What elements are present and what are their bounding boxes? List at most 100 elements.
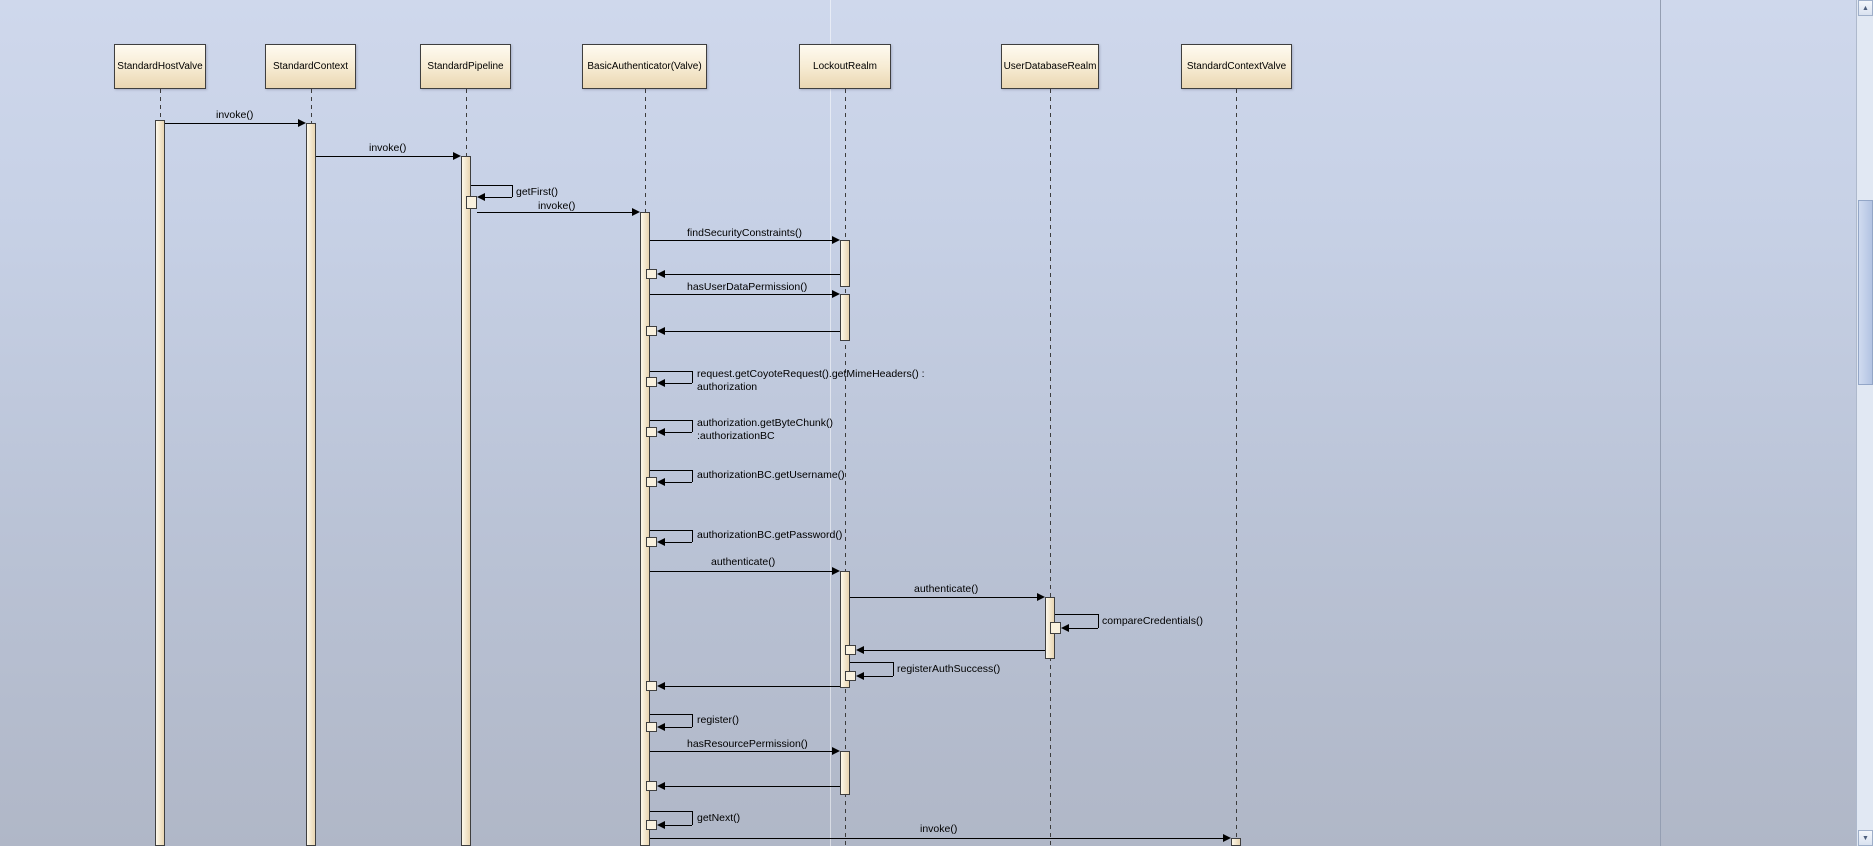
- actor-basicauthenticator[interactable]: BasicAuthenticator(Valve): [582, 44, 707, 89]
- scrollbar-thumb[interactable]: [1858, 200, 1873, 385]
- msg-14-line[interactable]: [1098, 614, 1099, 628]
- msg-10-line[interactable]: [692, 470, 693, 482]
- msg-6-line[interactable]: [650, 294, 832, 295]
- lifeline-userdatabaserealm[interactable]: [1050, 89, 1051, 846]
- msg-7-line[interactable]: [665, 331, 840, 332]
- msg-6-label[interactable]: hasUserDataPermission(): [687, 281, 808, 293]
- msg-16-line[interactable]: [893, 662, 894, 676]
- page-boundary-line: [1660, 0, 1661, 846]
- msg-11-line[interactable]: [665, 542, 692, 543]
- msg-2-line[interactable]: [471, 185, 512, 186]
- return-box[interactable]: [845, 645, 856, 655]
- msg-16-line[interactable]: [864, 676, 893, 677]
- actor-standardhostvalve[interactable]: StandardHostValve: [114, 44, 206, 89]
- msg-4-label[interactable]: findSecurityConstraints(): [687, 227, 802, 239]
- activation-standardhostvalve[interactable]: [155, 120, 165, 846]
- msg-8-label[interactable]: request.getCoyoteRequest().getMimeHeader…: [697, 368, 925, 394]
- lifeline-standardcontextvalve[interactable]: [1236, 89, 1237, 846]
- return-box[interactable]: [646, 537, 657, 547]
- msg-22-line[interactable]: [650, 838, 1223, 839]
- actor-standardcontextvalve[interactable]: StandardContextValve: [1181, 44, 1292, 89]
- msg-19-line[interactable]: [650, 751, 832, 752]
- return-box[interactable]: [646, 722, 657, 732]
- msg-0-label[interactable]: invoke(): [216, 109, 254, 121]
- scroll-up-arrow-icon: ▲: [1862, 4, 1869, 12]
- actor-standardpipeline[interactable]: StandardPipeline: [420, 44, 511, 89]
- msg-16-line[interactable]: [850, 662, 893, 663]
- activation-lockoutrealm-1[interactable]: [840, 240, 850, 287]
- scroll-up-button[interactable]: ▲: [1858, 0, 1873, 16]
- msg-14-label[interactable]: compareCredentials(): [1102, 615, 1203, 627]
- msg-11-label[interactable]: authorizationBC.getPassword(): [697, 529, 843, 541]
- msg-13-label[interactable]: authenticate(): [914, 583, 979, 595]
- msg-4-line[interactable]: [650, 240, 832, 241]
- activation-standardcontext[interactable]: [306, 123, 316, 846]
- activation-lockoutrealm-3[interactable]: [840, 571, 850, 688]
- return-box[interactable]: [646, 427, 657, 437]
- return-box[interactable]: [646, 377, 657, 387]
- msg-9-label[interactable]: authorization.getByteChunk() :authorizat…: [697, 417, 833, 443]
- msg-12-label[interactable]: authenticate(): [711, 556, 776, 568]
- nested-activation-getfirst[interactable]: [466, 196, 477, 209]
- msg-2-line[interactable]: [512, 185, 513, 197]
- msg-9-line[interactable]: [665, 432, 692, 433]
- msg-21-label[interactable]: getNext(): [697, 812, 741, 824]
- msg-10-label[interactable]: authorizationBC.getUsername(): [697, 469, 845, 481]
- msg-11-line[interactable]: [692, 530, 693, 542]
- activation-lockoutrealm-2[interactable]: [840, 294, 850, 341]
- msg-5-line[interactable]: [665, 274, 840, 275]
- activation-standardcontextvalve[interactable]: [1231, 838, 1241, 846]
- return-box[interactable]: [646, 820, 657, 830]
- actor-lockoutrealm[interactable]: LockoutRealm: [799, 44, 891, 89]
- msg-19-label[interactable]: hasResourcePermission(): [687, 738, 808, 750]
- vertical-scrollbar[interactable]: ▲ ▼: [1856, 0, 1873, 846]
- msg-13-line[interactable]: [850, 597, 1037, 598]
- msg-2-line[interactable]: [485, 197, 512, 198]
- msg-9-line[interactable]: [650, 420, 692, 421]
- msg-12-line[interactable]: [650, 571, 832, 572]
- msg-3-line[interactable]: [477, 212, 632, 213]
- msg-10-line[interactable]: [665, 482, 692, 483]
- return-box[interactable]: [646, 326, 657, 336]
- activation-standardpipeline[interactable]: [461, 156, 471, 846]
- msg-21-line[interactable]: [650, 811, 692, 812]
- scroll-down-button[interactable]: ▼: [1858, 830, 1873, 846]
- msg-14-line[interactable]: [1069, 628, 1098, 629]
- msg-18-line[interactable]: [650, 714, 692, 715]
- activation-basicauthenticator[interactable]: [640, 212, 650, 846]
- actor-userdatabaserealm[interactable]: UserDatabaseRealm: [1001, 44, 1099, 89]
- msg-8-line[interactable]: [650, 371, 692, 372]
- msg-1-line[interactable]: [316, 156, 453, 157]
- actor-standardcontext[interactable]: StandardContext: [265, 44, 356, 89]
- msg-14-line[interactable]: [1055, 614, 1098, 615]
- msg-2-label[interactable]: getFirst(): [516, 186, 558, 198]
- msg-18-line[interactable]: [692, 714, 693, 727]
- return-box[interactable]: [646, 269, 657, 279]
- msg-18-label[interactable]: register(): [697, 714, 740, 726]
- activation-lockoutrealm-4[interactable]: [840, 751, 850, 795]
- msg-17-line[interactable]: [665, 686, 840, 687]
- msg-21-line[interactable]: [665, 825, 692, 826]
- msg-10-line[interactable]: [650, 470, 692, 471]
- msg-21-line[interactable]: [692, 811, 693, 825]
- msg-0-line[interactable]: [165, 123, 298, 124]
- msg-18-arrowhead: [657, 723, 665, 731]
- msg-22-label[interactable]: invoke(): [920, 823, 958, 835]
- msg-1-label[interactable]: invoke(): [369, 142, 407, 154]
- msg-18-line[interactable]: [665, 727, 692, 728]
- msg-8-line[interactable]: [692, 371, 693, 383]
- msg-9-line[interactable]: [692, 420, 693, 432]
- msg-16-label[interactable]: registerAuthSuccess(): [897, 663, 1001, 675]
- msg-8-line[interactable]: [665, 383, 692, 384]
- msg-3-label[interactable]: invoke(): [538, 200, 576, 212]
- lifeline-lockoutrealm[interactable]: [845, 89, 846, 846]
- actor-label: StandardPipeline: [427, 61, 504, 72]
- return-box[interactable]: [845, 671, 856, 681]
- msg-11-line[interactable]: [650, 530, 692, 531]
- return-box[interactable]: [646, 681, 657, 691]
- return-box[interactable]: [646, 477, 657, 487]
- nested-activation-comparecredentials[interactable]: [1050, 622, 1061, 634]
- return-box[interactable]: [646, 781, 657, 791]
- msg-20-line[interactable]: [665, 786, 840, 787]
- msg-15-line[interactable]: [864, 650, 1045, 651]
